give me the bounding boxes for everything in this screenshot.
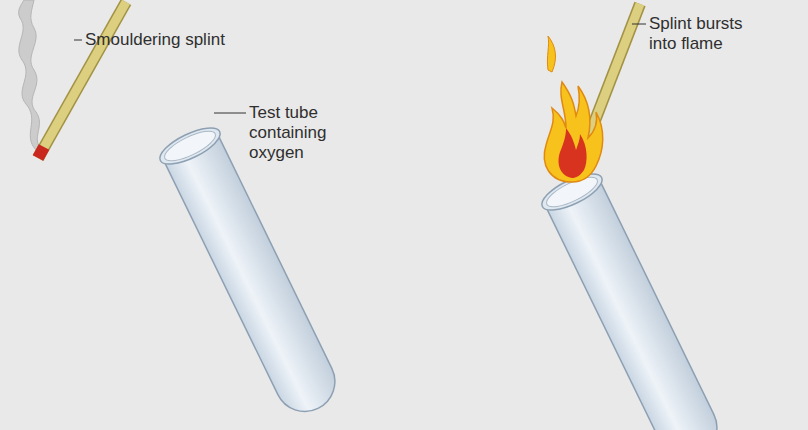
leader-line [632, 24, 646, 25]
smoke [19, 0, 42, 150]
smouldering-splint [38, 2, 126, 158]
leader-line [214, 113, 246, 114]
part-label: Smouldering splint [85, 30, 285, 50]
leader-line [74, 40, 82, 41]
part-label: Test tube containing oxygen [249, 103, 344, 163]
flame [544, 36, 602, 182]
test-tube [537, 167, 730, 430]
test-tube [155, 121, 348, 423]
part-label: Splint bursts into flame [649, 14, 769, 54]
